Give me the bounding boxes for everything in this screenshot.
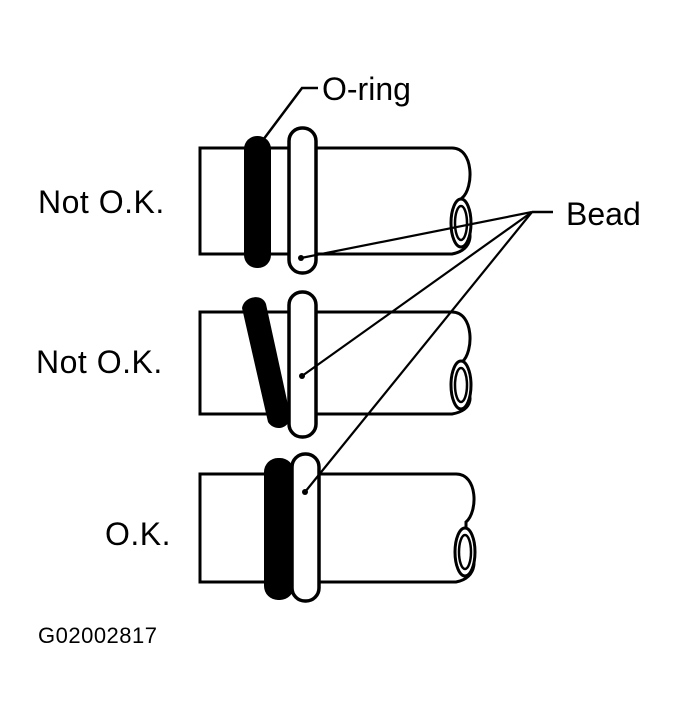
row-1-status-label: Not O.K.: [38, 184, 165, 220]
pipe-row-3: [198, 452, 477, 603]
row-2-status-label: Not O.K.: [36, 344, 163, 380]
pipe-body-2: [198, 310, 472, 416]
oring-3: [264, 458, 294, 600]
oring-leader-line: [262, 86, 318, 141]
pipe-body-3: [198, 472, 476, 584]
pipe-row-2: [198, 290, 473, 439]
pipe-end-inner-2: [453, 366, 469, 404]
figure-code: G02002817: [38, 623, 158, 648]
bead-3: [290, 452, 321, 603]
pipe-body-1: [198, 146, 472, 256]
pipe-end-inner-3: [457, 533, 473, 571]
bead-1: [287, 126, 318, 275]
pipe-end-inner-1: [453, 204, 469, 242]
oring-label: O-ring: [322, 71, 411, 107]
row-3-status-label: O.K.: [105, 516, 172, 552]
pipe-row-1: [198, 126, 473, 275]
oring-2: [242, 297, 291, 428]
bead-leader-lines: [300, 210, 553, 493]
bead-label: Bead: [566, 196, 641, 232]
oring-1: [244, 136, 271, 268]
bead-2: [287, 290, 318, 439]
